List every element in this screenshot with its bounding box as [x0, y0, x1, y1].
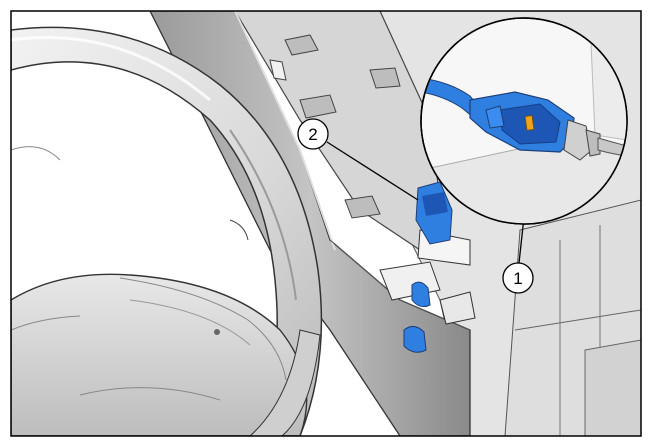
detail-view [420, 17, 628, 225]
frame-border [10, 10, 642, 437]
callout-1-label: 1 [513, 269, 522, 288]
blue-clip-upper [411, 281, 431, 308]
callout-2-label: 2 [308, 125, 317, 144]
detail-latch [524, 115, 535, 131]
callout-2: 2 [297, 118, 329, 150]
callout-1: 1 [502, 262, 534, 294]
callout-2-leader [326, 141, 419, 201]
blue-clip-lower [403, 326, 427, 353]
detail-grey-cable [597, 137, 627, 157]
scene [11, 11, 641, 436]
detail-mating-connector [563, 119, 593, 161]
